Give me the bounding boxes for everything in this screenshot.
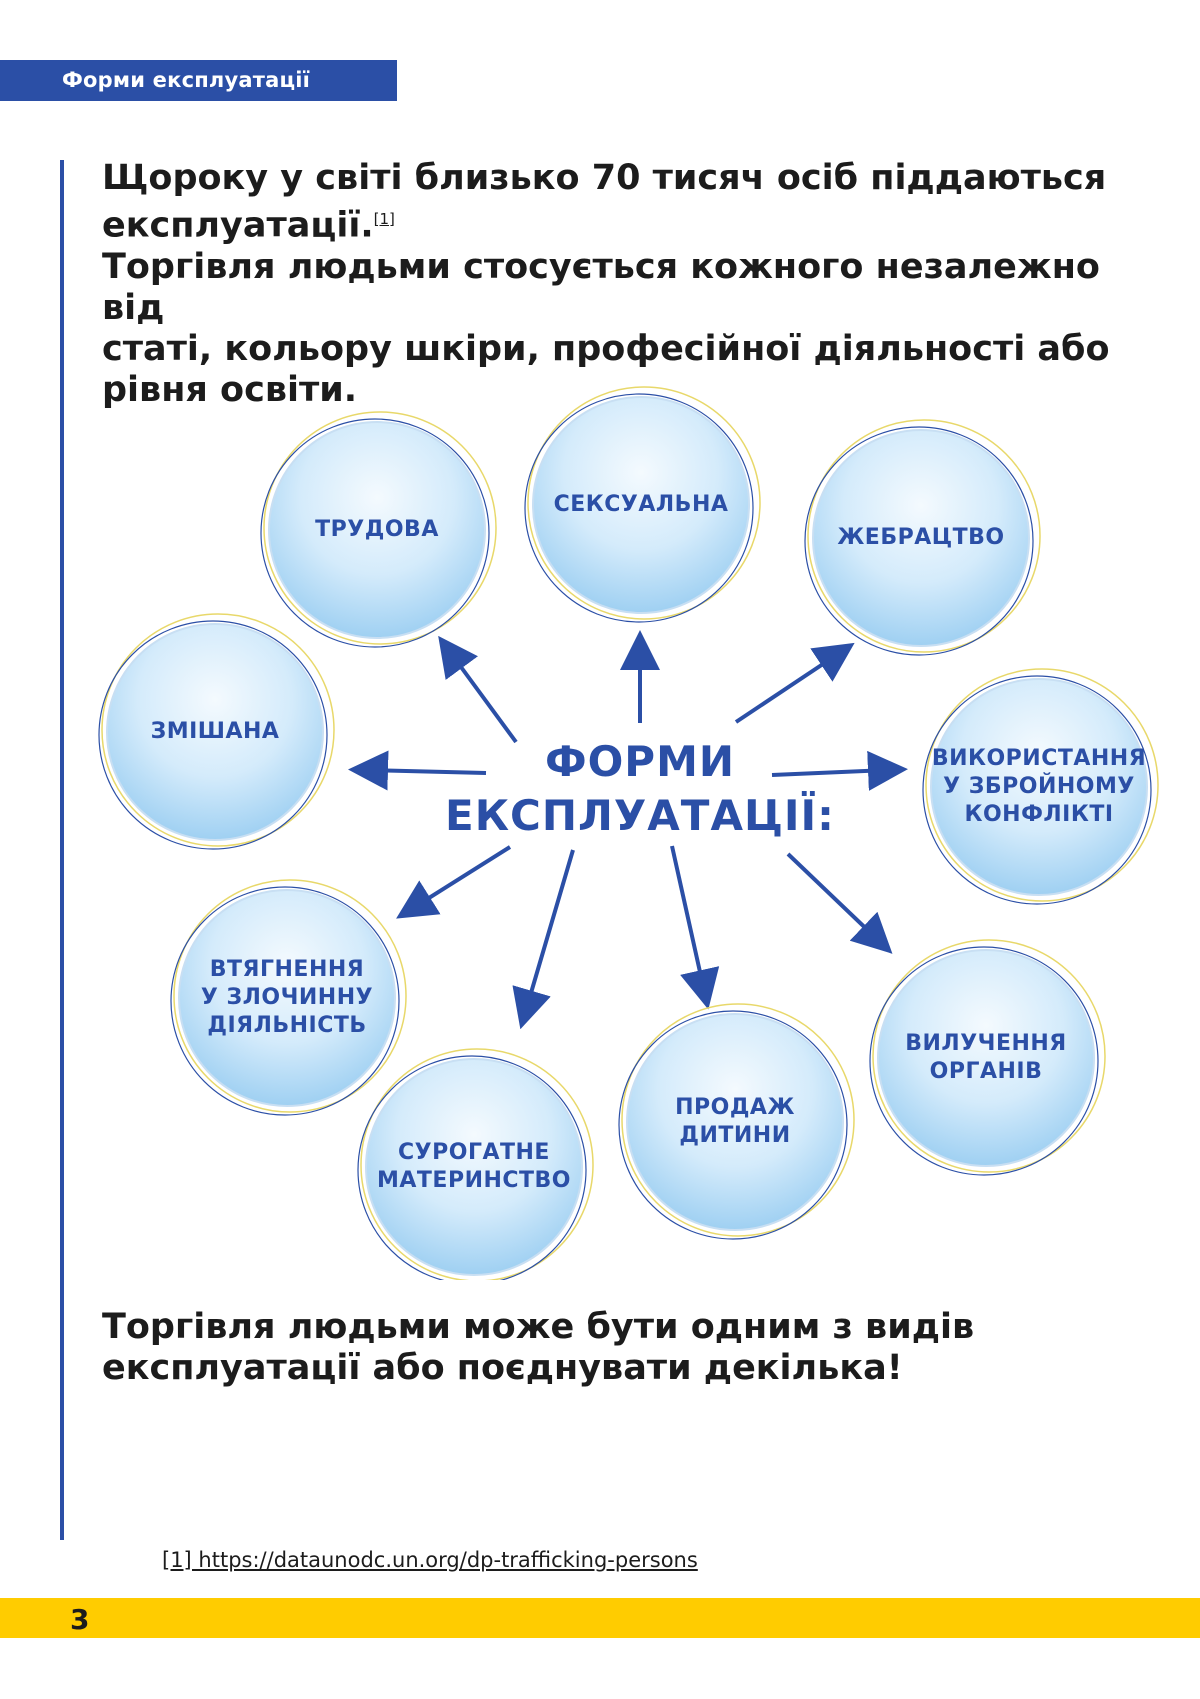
bubble-circle bbox=[532, 396, 750, 614]
bubble-circle bbox=[106, 623, 324, 841]
exploitation-forms-diagram: ТРУДОВА СЕКСУАЛЬНА ЖЕБРАЦТВО ВИКОРИСТАННЯ У… bbox=[0, 380, 1200, 1280]
page-number: 3 bbox=[70, 1603, 90, 1636]
exploitation-form-node: ТРУДОВА bbox=[269, 422, 485, 638]
bubble-ring bbox=[357, 1055, 587, 1280]
section-header-bar: Форми експлуатації bbox=[0, 60, 397, 101]
diagram-arrow bbox=[348, 750, 487, 791]
exploitation-form-label: ВИКОРИСТАННЯ У ЗБРОЙНОМУ КОНФЛІКТІ bbox=[931, 746, 1147, 827]
bubble-ring bbox=[101, 613, 335, 847]
bubble-ring bbox=[260, 418, 490, 648]
exploitation-form-node: ПРОДАЖ ДИТИНИ bbox=[627, 1014, 843, 1230]
footnote-link[interactable]: [1] https://dataunodc.un.org/dp-traffick… bbox=[162, 1548, 698, 1572]
bubble-ring bbox=[869, 946, 1099, 1176]
diagram-arrow bbox=[771, 750, 908, 791]
exploitation-form-node: ВИКОРИСТАННЯ У ЗБРОЙНОМУ КОНФЛІКТІ bbox=[931, 679, 1147, 895]
footnote-ref[interactable]: [1] bbox=[373, 210, 395, 228]
bubble-circle bbox=[268, 421, 486, 639]
bubble-ring bbox=[807, 419, 1041, 653]
intro-line: рівня освіти. bbox=[102, 369, 358, 410]
outro-line: експлуатації або поєднувати декілька! bbox=[102, 1348, 903, 1388]
exploitation-form-label: СУРОГАТНЕ МАТЕРИНСТВО bbox=[376, 1140, 572, 1193]
bubble-ring bbox=[527, 386, 761, 620]
bubble-ring bbox=[524, 393, 754, 623]
intro-line: експлуатації.[1] bbox=[102, 199, 1172, 247]
bubble-ring bbox=[621, 1003, 855, 1237]
bubble-ring bbox=[98, 620, 328, 850]
exploitation-form-node: СУРОГАТНЕ МАТЕРИНСТВО bbox=[366, 1059, 582, 1275]
bubble-circle bbox=[812, 429, 1030, 647]
exploitation-form-label: ТРУДОВА bbox=[315, 517, 439, 542]
exploitation-form-label: ПРОДАЖ ДИТИНИ bbox=[675, 1095, 795, 1148]
diagram-arrow bbox=[512, 849, 575, 1030]
bubble-ring bbox=[263, 411, 497, 645]
diagram-arrow bbox=[438, 635, 518, 744]
exploitation-form-label: ЗМІШАНА bbox=[150, 719, 280, 744]
bubble-ring bbox=[925, 668, 1159, 902]
exploitation-form-node: ВИЛУЧЕННЯ ОРГАНІВ bbox=[878, 950, 1094, 1166]
exploitation-form-label: ВИЛУЧЕННЯ ОРГАНІВ bbox=[905, 1031, 1067, 1084]
section-title: Форми експлуатації bbox=[62, 68, 311, 92]
side-rule bbox=[60, 160, 64, 1540]
exploitation-form-label: ВТЯГНЕННЯ У ЗЛОЧИННУ ДІЯЛЬНІСТЬ bbox=[200, 957, 374, 1038]
outro-line: Торгівля людьми може бути одним з видів bbox=[102, 1307, 975, 1347]
bubble-ring bbox=[804, 426, 1034, 656]
intro-text: Щороку у світі близько 70 тисяч осіб під… bbox=[102, 158, 1172, 411]
bubble-ring bbox=[872, 939, 1106, 1173]
bubble-ring bbox=[922, 675, 1152, 905]
diagram-arrow bbox=[734, 642, 855, 724]
exploitation-form-node: ЗМІШАНА bbox=[107, 624, 323, 840]
bubble-ring bbox=[170, 886, 400, 1116]
footer-bar bbox=[0, 1598, 1200, 1638]
diagram-arrow bbox=[786, 852, 893, 954]
intro-line: Щороку у світі близько 70 тисяч осіб під… bbox=[102, 158, 1107, 198]
diagram-graphics bbox=[98, 386, 1159, 1280]
exploitation-form-node: СЕКСУАЛЬНА bbox=[533, 397, 749, 613]
intro-line: Торгівля людьми стосується кожного незал… bbox=[102, 246, 1100, 328]
diagram-center-label: ФОРМИ ЕКСПЛУАТАЦІЇ: bbox=[445, 737, 835, 840]
exploitation-form-label: СЕКСУАЛЬНА bbox=[553, 492, 729, 517]
exploitation-form-node: ЖЕБРАЦТВО bbox=[813, 430, 1029, 646]
diagram-arrow bbox=[396, 845, 512, 919]
intro-line-2: експлуатації. bbox=[102, 205, 374, 246]
bubble-circle bbox=[877, 949, 1095, 1167]
exploitation-form-node: ВТЯГНЕННЯ У ЗЛОЧИННУ ДІЯЛЬНІСТЬ bbox=[179, 890, 395, 1106]
bubble-circle bbox=[626, 1013, 844, 1231]
bubble-circle bbox=[930, 678, 1148, 896]
bubble-ring bbox=[360, 1048, 594, 1280]
bubble-circle bbox=[365, 1058, 583, 1276]
bubble-ring bbox=[618, 1010, 848, 1240]
outro-text: Торгівля людьми може бути одним з видів … bbox=[102, 1307, 1102, 1389]
diagram-arrow bbox=[670, 845, 720, 1010]
exploitation-form-label: ЖЕБРАЦТВО bbox=[837, 525, 1005, 550]
bubble-circle bbox=[178, 889, 396, 1107]
intro-line: статі, кольору шкіри, професійної діяльн… bbox=[102, 328, 1110, 369]
bubble-ring bbox=[173, 879, 407, 1113]
